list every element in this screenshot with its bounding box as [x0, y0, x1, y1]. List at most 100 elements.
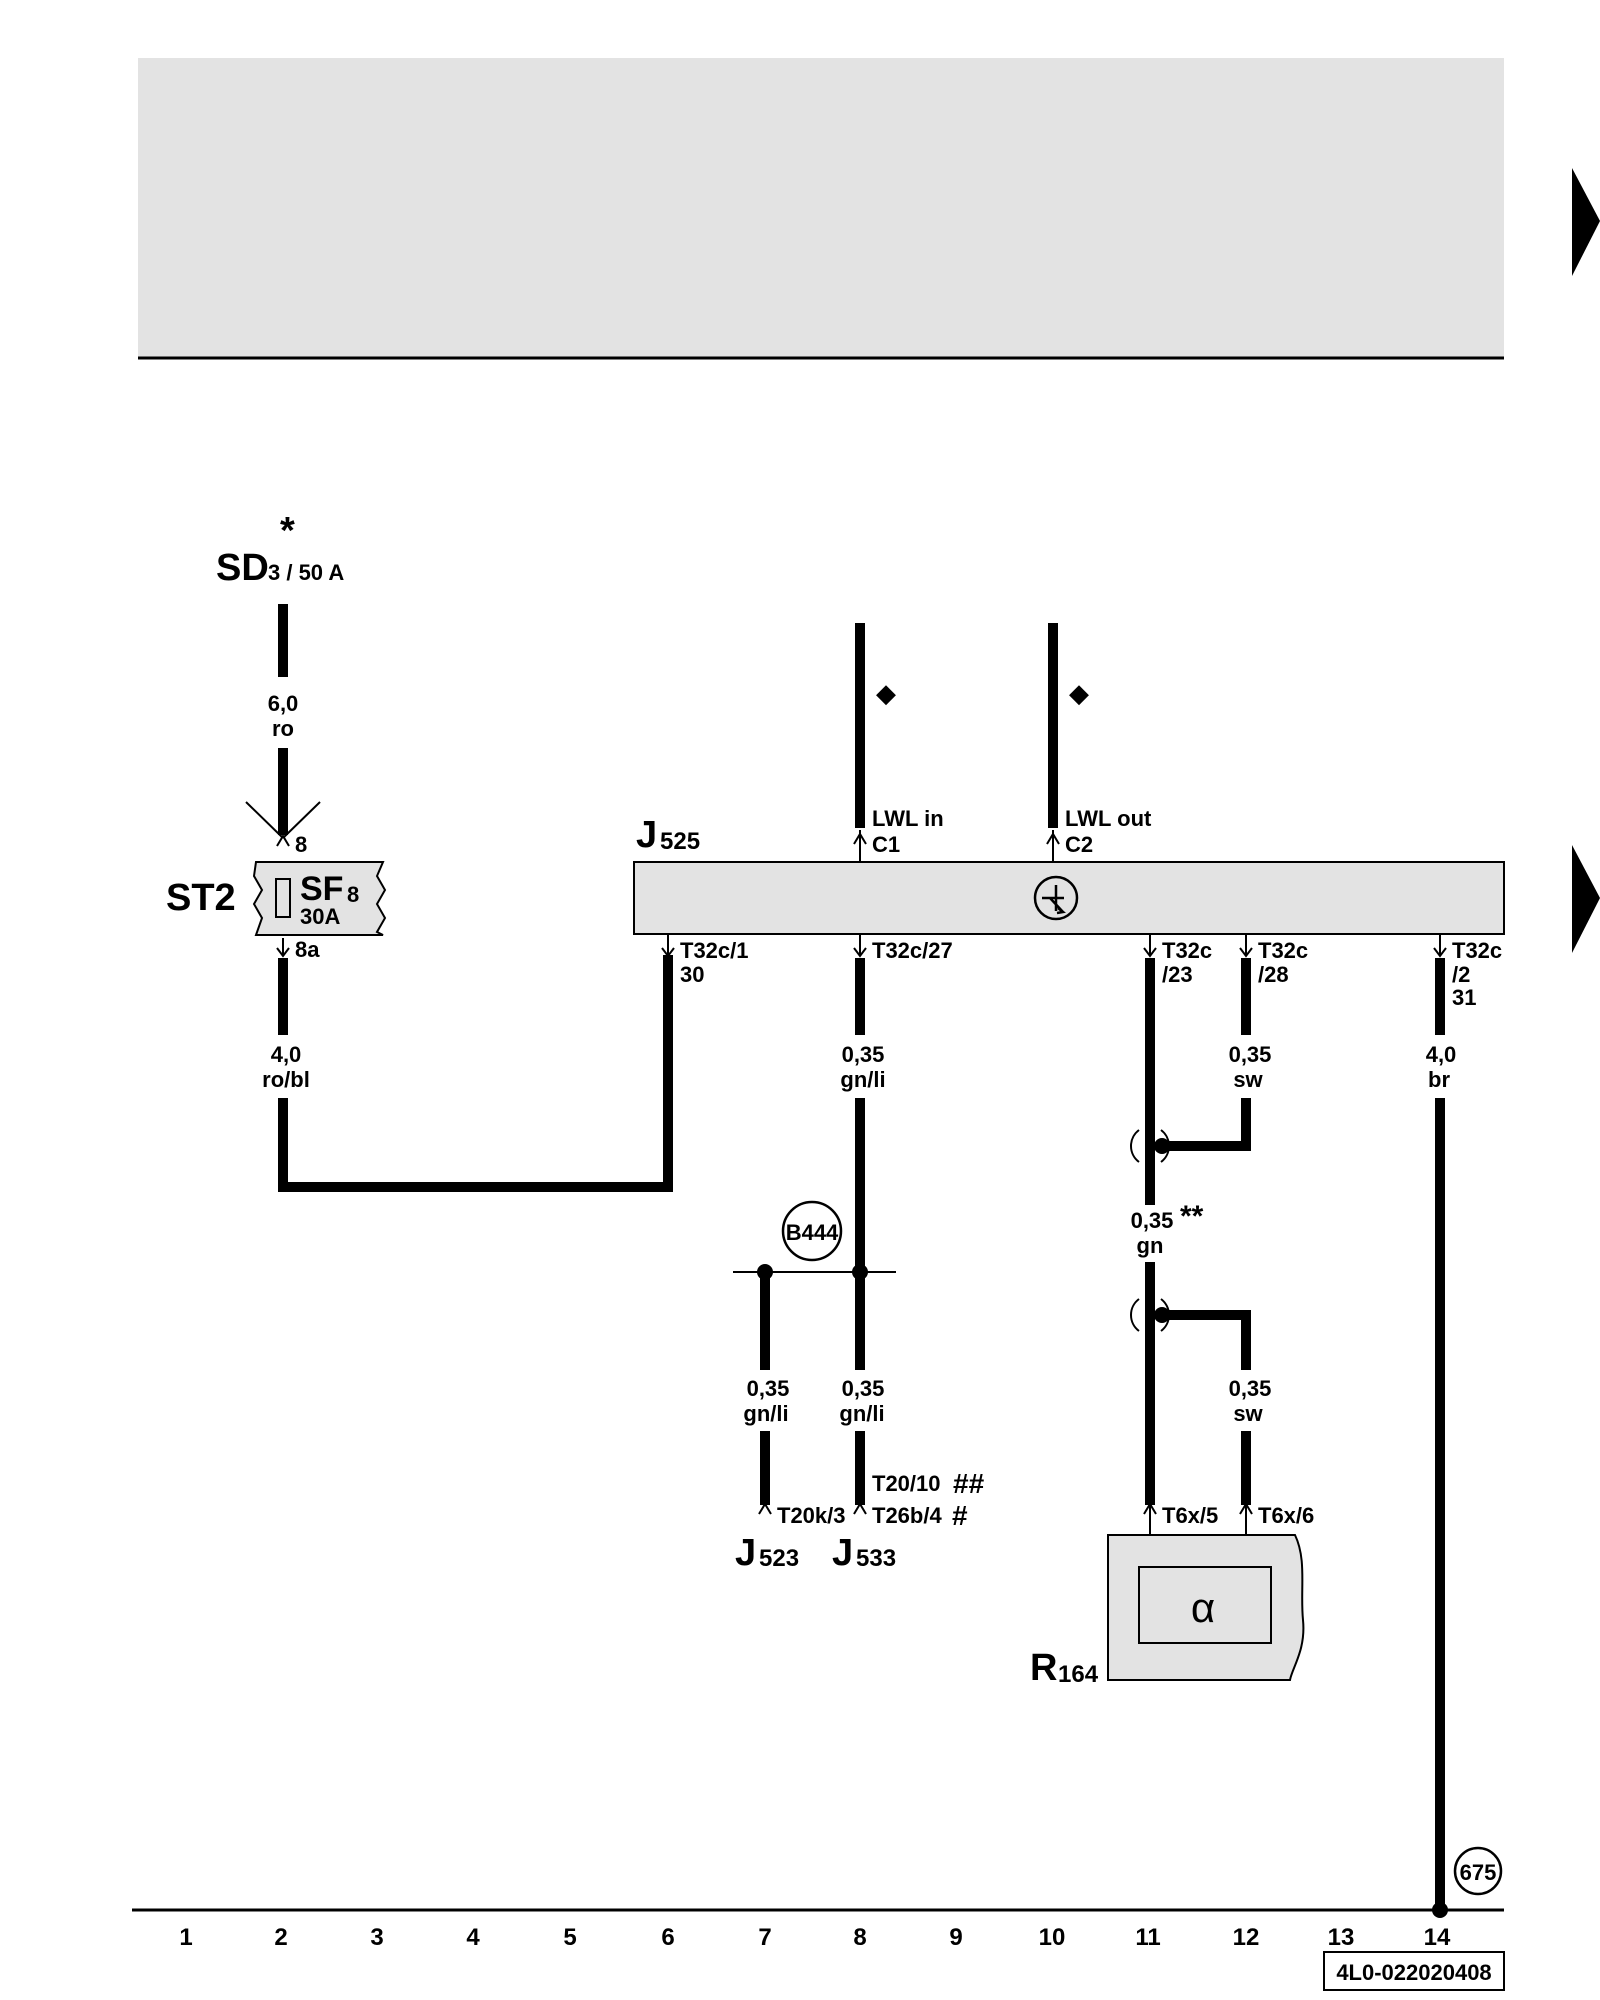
grid-number: 7 [758, 1924, 771, 1951]
twisted-pair-icon [1130, 1298, 1170, 1332]
fuse-icon [275, 878, 291, 918]
fuse-pin-top: 8 [295, 832, 307, 857]
fuse-rating: 30A [300, 904, 340, 929]
grid-number: 6 [661, 1924, 674, 1951]
pin-t32c-23-a: T32c [1162, 938, 1212, 963]
wire-r164-gauge: 0,35 [1229, 1376, 1272, 1401]
component-name: R [1030, 1647, 1057, 1689]
j533-sub: 533 [856, 1545, 896, 1572]
header-band [138, 58, 1504, 358]
pin-t32c-28-b: /28 [1258, 962, 1289, 987]
wire-mid-mark: ** [1180, 1200, 1204, 1233]
wire-28-color: sw [1233, 1067, 1263, 1092]
wire-r164-shield [1162, 1310, 1251, 1370]
grid-number: 1 [179, 1924, 192, 1951]
grid-number: 9 [949, 1924, 962, 1951]
pin-arrow-icon [1239, 947, 1253, 958]
wire-28-gauge: 0,35 [1229, 1042, 1272, 1067]
grid-number: 12 [1233, 1924, 1260, 1951]
module-name: J [636, 814, 657, 856]
next-page-arrow-icon[interactable] [1572, 845, 1600, 953]
grid-number: 5 [563, 1924, 576, 1951]
splice-node [852, 1264, 868, 1280]
wire-fuse-gauge: 4,0 [271, 1042, 302, 1067]
pin-t32c-2-b: /2 [1452, 962, 1470, 987]
wire-27-gauge: 0,35 [842, 1042, 885, 1067]
fuse-supply-name: SD [216, 547, 269, 589]
wire-28-shield [1162, 1098, 1251, 1151]
wire-sd-color: ro [272, 716, 294, 741]
pin-t32c-1: T32c/1 [680, 938, 749, 963]
pin-arrow-icon [1433, 947, 1447, 958]
fuse-supply-sub: 3 / 50 A [268, 560, 344, 585]
pin-arrow-icon [276, 834, 290, 847]
grid-number: 11 [1135, 1924, 1160, 1951]
wire-mid-color: gn [1137, 1233, 1164, 1258]
pin-t32c-1-term: 30 [680, 962, 704, 987]
wire-mid-gauge: 0,35 [1131, 1208, 1174, 1233]
pin-c1-label: C1 [872, 832, 900, 857]
fuse-box-name: ST2 [166, 877, 236, 919]
component-sub: 164 [1058, 1661, 1099, 1688]
pin-arrow-icon [661, 947, 675, 958]
connector-t6x-5: T6x/5 [1162, 1503, 1218, 1528]
lwl-in-label: LWL in [872, 806, 944, 831]
amplifier-arrow-icon [1042, 885, 1066, 915]
fuse-star-mark: * [280, 510, 295, 552]
wire-j533-gauge: 0,35 [842, 1376, 885, 1401]
splice-badge [781, 1200, 843, 1262]
pin-c2-label: C2 [1065, 832, 1093, 857]
wire-2-gauge: 4,0 [1426, 1042, 1457, 1067]
doc-id: 4L0-022020408 [1336, 1960, 1491, 1985]
component-symbol-icon: α [1191, 1584, 1215, 1631]
grid-number: 10 [1039, 1924, 1066, 1951]
next-page-arrow-icon[interactable] [1572, 168, 1600, 276]
wire-27-color: gn/li [840, 1067, 885, 1092]
pin-t32c-27: T32c/27 [872, 938, 953, 963]
connector-t20k-3: T20k/3 [777, 1503, 846, 1528]
amplifier-symbol-icon [1033, 875, 1079, 921]
j533-name: J [832, 1532, 853, 1574]
connector-t20-mark: ## [953, 1468, 985, 1499]
wire-fuse-color: ro/bl [262, 1067, 310, 1092]
module-body [633, 861, 1505, 935]
shield-node [1154, 1138, 1170, 1154]
wire-fork-left [245, 801, 284, 839]
j523-sub: 523 [759, 1545, 799, 1572]
pin-arrow-icon [1046, 832, 1060, 845]
doc-id-box [1323, 1951, 1505, 1991]
pin-arrow-icon [853, 947, 867, 958]
grid-number: 4 [466, 1924, 480, 1951]
connector-t26b-mark: # [952, 1500, 968, 1531]
pin-arrow-icon [1143, 947, 1157, 958]
wire-r164-color: sw [1233, 1401, 1263, 1426]
shield-node [1154, 1307, 1170, 1323]
connector-t6x-6: T6x/6 [1258, 1503, 1314, 1528]
pin-t32c-2-a: T32c [1452, 938, 1502, 963]
module-name-sub: 525 [660, 828, 700, 855]
diamond-mark-icon: ◆ [1069, 678, 1089, 708]
wire-j523-color: gn/li [743, 1401, 788, 1426]
fuse-name: SF [300, 870, 343, 908]
pin-arrow-icon [1143, 1502, 1157, 1515]
grid-number: 3 [370, 1924, 383, 1951]
grid-number: 2 [274, 1924, 287, 1951]
pin-t32c-28-a: T32c [1258, 938, 1308, 963]
wire-j533-color: gn/li [839, 1401, 884, 1426]
fuse-pin-bottom: 8a [295, 937, 320, 962]
splice-label: B444 [786, 1220, 839, 1245]
wire-fuse-to-module [278, 955, 673, 1192]
wire-sd-gauge: 6,0 [268, 691, 299, 716]
ground-label: 675 [1460, 1860, 1497, 1885]
j523-name: J [735, 1532, 756, 1574]
connector-t26b-4: T26b/4 [872, 1503, 942, 1528]
grid-number: 13 [1328, 1924, 1355, 1951]
grid-number: 8 [853, 1924, 866, 1951]
connector-t20-10: T20/10 [872, 1471, 941, 1496]
pin-t32c-23-b: /23 [1162, 962, 1193, 987]
wire-2-color: br [1428, 1067, 1450, 1092]
fuse-sub: 8 [347, 882, 359, 907]
